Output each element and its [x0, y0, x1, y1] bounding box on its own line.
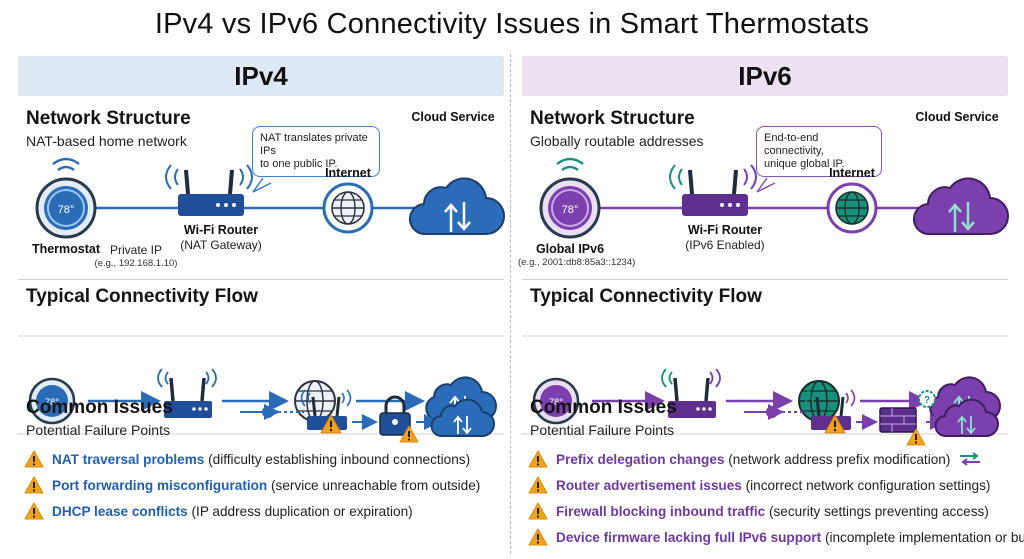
- warning-icon: [528, 450, 548, 468]
- warning-icon: [24, 502, 44, 520]
- cloud-service-label: Cloud Service: [915, 110, 999, 124]
- issue-detail: (IP address duplication or expiration): [187, 503, 413, 519]
- ipv4-issues-title: Common Issues: [26, 397, 173, 418]
- ipv4-flow-title: Typical Connectivity Flow: [26, 286, 258, 307]
- svg-text:78°: 78°: [45, 397, 60, 408]
- ipv6-flow-title: Typical Connectivity Flow: [530, 286, 762, 307]
- ipv4-structure-subtitle: NAT-based home network: [26, 133, 187, 149]
- internet-globe-icon: [322, 182, 374, 234]
- page-title: IPv4 vs IPv6 Connectivity Issues in Smar…: [154, 8, 870, 40]
- issue-name: Router advertisement issues: [556, 477, 742, 493]
- ipv6-structure-title: Network Structure: [530, 108, 695, 129]
- ipv6-header: IPv6: [522, 56, 1008, 96]
- ipv4-diagram-art: 78°: [18, 157, 505, 435]
- cloud-service-icon: [408, 177, 505, 236]
- issue-detail: (network address prefix modification): [724, 451, 951, 467]
- flow-router-icon: [661, 368, 721, 418]
- issue-item: Firewall blocking inbound traffic (secur…: [528, 498, 1008, 524]
- ipv6-issues-title: Common Issues: [530, 397, 677, 418]
- issue-detail: (incomplete implementation or bugs): [821, 529, 1024, 545]
- issue-name: Device firmware lacking full IPv6 suppor…: [556, 529, 822, 545]
- ipv4-issues-subtitle: Potential Failure Points: [26, 422, 170, 438]
- warning-icon: [528, 502, 548, 520]
- thermostat-label: Thermostat: [31, 242, 101, 256]
- issue-detail: (incorrect network configuration setting…: [741, 477, 991, 493]
- router-sublabel: (NAT Gateway): [180, 238, 262, 252]
- issue-item: NAT traversal problems (difficulty estab…: [24, 446, 504, 472]
- issue-name: NAT traversal problems: [52, 451, 205, 467]
- issue-name: Prefix delegation changes: [556, 451, 725, 467]
- separator: [18, 279, 504, 280]
- issue-name: Firewall blocking inbound traffic: [556, 503, 766, 519]
- issue-item: Device firmware lacking full IPv6 suppor…: [528, 524, 1024, 550]
- thermostat-icon: 78°: [35, 157, 97, 239]
- global-ipv6-label: Global IPv6: [535, 242, 605, 256]
- ipv6-address-example: (e.g., 2001:db8:85a3::1234): [518, 257, 636, 268]
- internet-label: Internet: [325, 166, 371, 180]
- issue-item: DHCP lease conflicts (IP address duplica…: [24, 498, 504, 524]
- ipv4-failure-chain: [240, 389, 495, 443]
- separator: [522, 279, 1008, 280]
- flow-router-icon: [157, 368, 217, 418]
- svg-text:?: ?: [924, 395, 930, 406]
- ipv6-issue-list: Prefix delegation changes (network addre…: [528, 446, 1024, 550]
- warning-icon: [24, 450, 44, 468]
- warning-icon: [24, 476, 44, 494]
- private-ip-example: (e.g., 192.168.1.10): [94, 258, 178, 269]
- router-label: Wi-Fi Router: [183, 223, 259, 237]
- ipv4-issue-list: NAT traversal problems (difficulty estab…: [24, 446, 504, 524]
- panel-divider: [510, 54, 511, 554]
- svg-text:78°: 78°: [58, 204, 75, 216]
- svg-text:78°: 78°: [549, 397, 564, 408]
- router-sublabel: (IPv6 Enabled): [685, 238, 765, 252]
- flow-thermostat-icon: 78°: [532, 377, 580, 425]
- issue-name: DHCP lease conflicts: [52, 503, 188, 519]
- nat-info-bubble: NAT translates private IPs to one public…: [252, 126, 380, 177]
- flow-thermostat-icon: 78°: [28, 377, 76, 425]
- private-ip-label: Private IP: [109, 243, 163, 257]
- issue-item: Prefix delegation changes (network addre…: [528, 446, 1008, 472]
- issue-detail: (difficulty establishing inbound connect…: [204, 451, 471, 467]
- router-label: Wi-Fi Router: [687, 223, 763, 237]
- ipv6-panel: IPv6 Network Structure Globally routable…: [518, 56, 1024, 554]
- sync-arrows-icon: [960, 452, 981, 466]
- ipv4-header: IPv4: [18, 56, 504, 96]
- ipv4-structure-title: Network Structure: [26, 108, 191, 129]
- internet-globe-icon: [826, 182, 878, 234]
- cloud-service-label: Cloud Service: [411, 110, 495, 124]
- issue-name: Port forwarding misconfiguration: [52, 477, 268, 493]
- ipv4-panel: IPv4 Network Structure NAT-based home ne…: [18, 56, 505, 554]
- warning-icon: [528, 476, 548, 494]
- ipv6-issues-subtitle: Potential Failure Points: [530, 422, 674, 438]
- ipv6-info-bubble: End-to-end connectivity, unique global I…: [756, 126, 882, 177]
- svg-text:78°: 78°: [562, 204, 579, 216]
- ipv6-structure-subtitle: Globally routable addresses: [530, 133, 704, 149]
- cloud-service-icon: [912, 177, 1009, 236]
- thermostat-icon: 78°: [539, 157, 601, 239]
- issue-detail: (security settings preventing access): [765, 503, 989, 519]
- router-icon: [669, 164, 757, 216]
- issue-item: Router advertisement issues (incorrect n…: [528, 472, 1008, 498]
- issue-detail: (service unreachable from outside): [267, 477, 481, 493]
- router-icon: [165, 164, 253, 216]
- issue-item: Port forwarding misconfiguration (servic…: [24, 472, 504, 498]
- warning-icon: [528, 528, 548, 546]
- internet-label: Internet: [829, 166, 875, 180]
- ipv6-failure-chain: ?: [744, 389, 999, 446]
